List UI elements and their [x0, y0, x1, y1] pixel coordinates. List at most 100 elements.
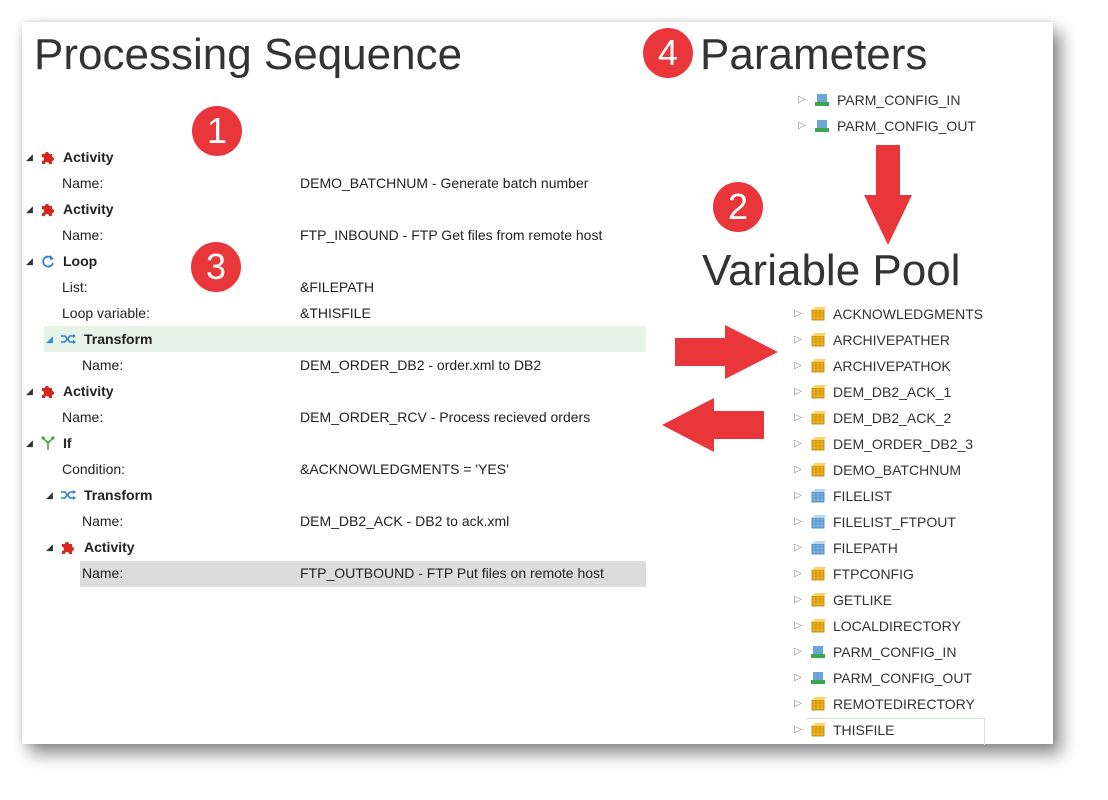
variable-item[interactable]: DEM_ORDER_DB2_3: [833, 436, 974, 452]
variable-icon: [811, 593, 826, 607]
variable-item[interactable]: ARCHIVEPATHOK: [833, 358, 951, 374]
loop-node[interactable]: Loop: [63, 253, 98, 269]
parameter-out-icon: [815, 120, 829, 132]
variable-item[interactable]: ARCHIVEPATHER: [833, 332, 950, 348]
expand-triangle-icon[interactable]: ▷: [794, 308, 802, 319]
if-node[interactable]: If: [63, 435, 72, 451]
name-value[interactable]: DEM_ORDER_RCV - Process recieved orders: [300, 409, 591, 425]
variable-item[interactable]: DEM_DB2_ACK_1: [833, 384, 952, 400]
name-label: Name:: [62, 409, 104, 425]
expand-triangle-icon[interactable]: ▷: [794, 438, 802, 449]
variable-pool-title: Variable Pool: [702, 246, 961, 295]
expand-triangle-icon[interactable]: ◢: [26, 386, 33, 396]
expand-triangle-icon[interactable]: ◢: [26, 256, 33, 266]
variable-item[interactable]: FILELIST_FTPOUT: [833, 514, 956, 530]
expand-triangle-icon[interactable]: ▷: [794, 568, 802, 579]
list-variable-icon: [811, 515, 826, 529]
variable-icon: [811, 333, 826, 347]
if-branch-icon: [41, 436, 55, 450]
expand-triangle-icon[interactable]: ▷: [794, 620, 802, 631]
expand-triangle-icon[interactable]: ▷: [794, 334, 802, 345]
list-value[interactable]: &FILEPATH: [300, 279, 375, 295]
variable-icon: [811, 411, 826, 425]
variable-item[interactable]: ACKNOWLEDGMENTS: [833, 306, 984, 322]
arrow-left: [662, 398, 764, 452]
transform-node[interactable]: Transform: [84, 331, 153, 347]
variable-item[interactable]: DEM_DB2_ACK_2: [833, 410, 952, 426]
expand-triangle-icon[interactable]: ◢: [46, 334, 53, 344]
loop-variable-value[interactable]: &THISFILE: [300, 305, 371, 321]
variable-item[interactable]: DEMO_BATCHNUM: [833, 462, 962, 478]
activity-node[interactable]: Activity: [63, 201, 114, 217]
transform-row-highlight: [44, 326, 646, 352]
list-label: List:: [62, 279, 88, 295]
expand-triangle-icon[interactable]: ◢: [26, 204, 33, 214]
badge-3: 3: [191, 242, 241, 292]
activity-puzzle-icon: [42, 386, 54, 398]
badge-4: 4: [643, 28, 693, 78]
expand-triangle-icon[interactable]: ▷: [794, 646, 802, 657]
activity-node[interactable]: Activity: [84, 539, 135, 555]
selected-variable-outline: [806, 718, 985, 745]
parameter-out-icon: [811, 672, 825, 684]
name-value[interactable]: DEM_ORDER_DB2 - order.xml to DB2: [300, 357, 542, 373]
variable-icon: [811, 697, 826, 711]
expand-triangle-icon[interactable]: ▷: [794, 724, 802, 735]
variable-item[interactable]: PARM_CONFIG_OUT: [833, 670, 972, 686]
arrow-right: [675, 325, 778, 379]
activity-node[interactable]: Activity: [63, 149, 114, 165]
activity-node[interactable]: Activity: [63, 383, 114, 399]
variable-item[interactable]: PARM_CONFIG_IN: [833, 644, 957, 660]
name-value[interactable]: DEM_DB2_ACK - DB2 to ack.xml: [300, 513, 510, 529]
list-variable-icon: [811, 541, 826, 555]
parameter-item[interactable]: PARM_CONFIG_IN: [837, 92, 961, 108]
arrow-down: [864, 145, 912, 245]
expand-triangle-icon[interactable]: ▷: [794, 412, 802, 423]
variable-item[interactable]: FILELIST: [833, 488, 893, 504]
expand-triangle-icon[interactable]: ▷: [798, 94, 806, 105]
condition-value[interactable]: &ACKNOWLEDGMENTS = 'YES': [300, 461, 509, 477]
variable-item[interactable]: THISFILE: [833, 722, 895, 738]
expand-triangle-icon[interactable]: ▷: [794, 490, 802, 501]
expand-triangle-icon[interactable]: ◢: [26, 152, 33, 162]
variable-item[interactable]: REMOTEDIRECTORY: [833, 696, 975, 712]
name-value[interactable]: DEMO_BATCHNUM - Generate batch number: [300, 175, 589, 191]
expand-triangle-icon[interactable]: ▷: [794, 386, 802, 397]
loop-icon: [42, 255, 54, 268]
variable-item[interactable]: FILEPATH: [833, 540, 898, 556]
name-label: Name:: [82, 513, 124, 529]
expand-triangle-icon[interactable]: ◢: [26, 438, 33, 448]
expand-triangle-icon[interactable]: ◢: [46, 490, 53, 500]
expand-triangle-icon[interactable]: ▷: [798, 120, 806, 131]
list-variable-icon: [811, 489, 826, 503]
variable-item[interactable]: GETLIKE: [833, 592, 893, 608]
loop-variable-label: Loop variable:: [62, 305, 150, 321]
variable-icon: [811, 619, 826, 633]
expand-triangle-icon[interactable]: ▷: [794, 698, 802, 709]
flow-arrows: [662, 145, 912, 452]
expand-triangle-icon[interactable]: ◢: [46, 542, 53, 552]
expand-triangle-icon[interactable]: ▷: [794, 360, 802, 371]
name-value[interactable]: FTP_INBOUND - FTP Get files from remote …: [300, 227, 603, 243]
variable-icon: [811, 567, 826, 581]
name-label: Name:: [82, 357, 124, 373]
expand-triangle-icon[interactable]: ▷: [794, 516, 802, 527]
expand-triangle-icon[interactable]: ▷: [794, 672, 802, 683]
expand-triangle-icon[interactable]: ▷: [794, 594, 802, 605]
parameter-item[interactable]: PARM_CONFIG_OUT: [837, 118, 976, 134]
transform-node[interactable]: Transform: [84, 487, 153, 503]
activity-puzzle-icon: [42, 152, 54, 164]
expand-triangle-icon[interactable]: ▷: [794, 464, 802, 475]
variable-icon: [811, 437, 826, 451]
variable-item[interactable]: FTPCONFIG: [833, 566, 914, 582]
selected-row-highlight: [80, 561, 646, 587]
name-label: Name:: [62, 227, 104, 243]
variable-icon: [811, 723, 826, 737]
name-value[interactable]: FTP_OUTBOUND - FTP Put files on remote h…: [300, 565, 604, 581]
parameters-title: Parameters: [700, 30, 928, 79]
expand-triangle-icon[interactable]: ▷: [794, 542, 802, 553]
condition-label: Condition:: [62, 461, 126, 477]
variable-item[interactable]: LOCALDIRECTORY: [833, 618, 961, 634]
badge-1: 1: [192, 106, 242, 156]
name-label: Name:: [62, 175, 104, 191]
